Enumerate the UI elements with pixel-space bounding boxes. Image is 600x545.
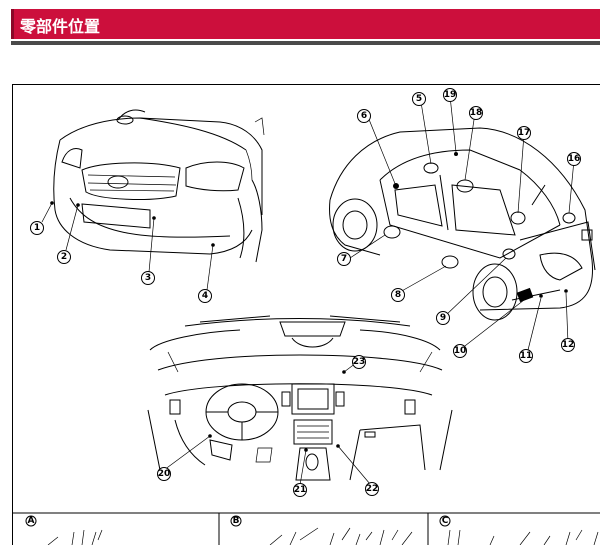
svg-text:16: 16 [568, 154, 581, 164]
callout-7: 7 [337, 252, 351, 266]
inset-panels [12, 512, 600, 545]
component-location-diagram [12, 84, 600, 545]
svg-text:2: 2 [61, 252, 67, 262]
svg-text:18: 18 [470, 108, 483, 118]
callout-22: 22 [365, 482, 379, 496]
callout-1: 1 [30, 221, 44, 235]
callout-12: 12 [561, 338, 575, 352]
svg-text:8: 8 [395, 290, 401, 300]
callout-5: 5 [412, 92, 426, 106]
callout-3: 3 [141, 271, 155, 285]
svg-text:1: 1 [34, 223, 40, 233]
callout-11: 11 [519, 349, 533, 363]
inset-a-label: A [25, 515, 37, 527]
svg-text:6: 6 [361, 111, 367, 121]
callout-9: 9 [436, 311, 450, 325]
inset-b-label: B [230, 515, 242, 527]
svg-text:4: 4 [202, 291, 208, 301]
svg-text:12: 12 [562, 340, 575, 350]
rear-car-illustration [329, 95, 596, 355]
callout-19: 19 [443, 88, 457, 102]
svg-text:17: 17 [518, 128, 531, 138]
svg-text:9: 9 [440, 313, 446, 323]
callout-17: 17 [517, 126, 531, 140]
svg-text:20: 20 [158, 469, 171, 479]
callout-16: 16 [567, 152, 581, 166]
callout-8: 8 [391, 288, 405, 302]
svg-text:23: 23 [353, 357, 366, 367]
callout-6: 6 [357, 109, 371, 123]
svg-text:7: 7 [341, 254, 347, 264]
svg-text:19: 19 [444, 90, 457, 100]
svg-text:22: 22 [366, 484, 379, 494]
callout-21: 21 [293, 483, 307, 497]
svg-text:11: 11 [520, 351, 533, 361]
callout-2: 2 [57, 250, 71, 264]
callout-10: 10 [453, 344, 467, 358]
svg-text:A: A [28, 516, 35, 526]
svg-text:21: 21 [294, 485, 307, 495]
svg-text:3: 3 [145, 273, 151, 283]
callout-23: 23 [352, 355, 366, 369]
callout-20: 20 [157, 467, 171, 481]
callout-4: 4 [198, 289, 212, 303]
front-car-illustration [41, 109, 265, 291]
inset-c-label: C [439, 515, 451, 527]
section-header: 零部件位置 [11, 9, 600, 45]
interior-illustration [147, 315, 453, 486]
svg-text:5: 5 [416, 94, 422, 104]
callout-18: 18 [469, 106, 483, 120]
section-title: 零部件位置 [20, 17, 101, 36]
svg-text:10: 10 [454, 346, 467, 356]
svg-text:C: C [442, 516, 449, 526]
svg-text:B: B [233, 516, 240, 526]
